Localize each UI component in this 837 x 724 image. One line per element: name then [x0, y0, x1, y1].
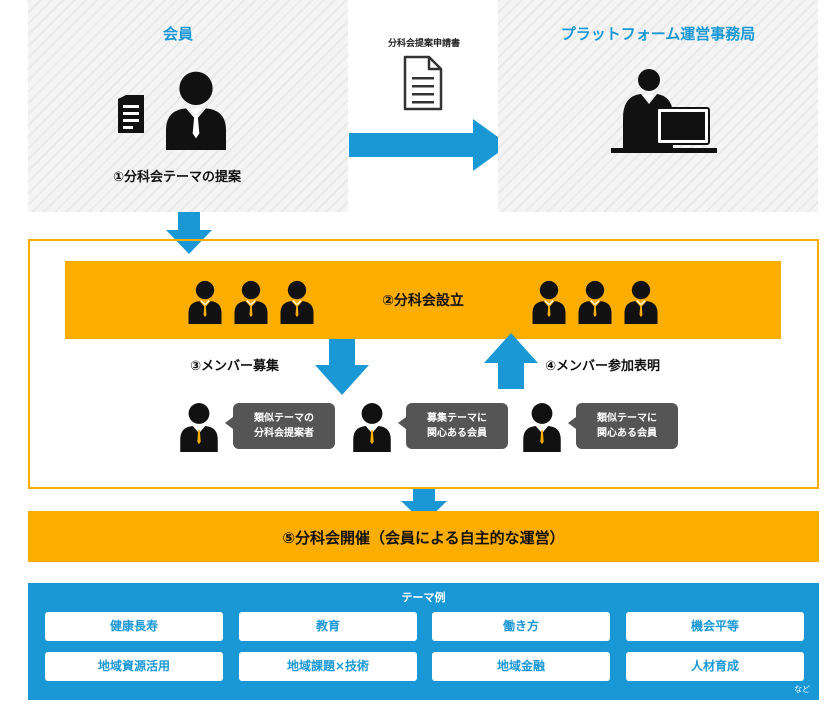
candidate-bubble: 類似テーマに 関心ある会員: [568, 403, 678, 449]
office-title: プラットフォーム運営事務局: [560, 25, 756, 43]
theme-item: 地域課題×技術: [239, 652, 417, 681]
member-title: 会員: [162, 25, 193, 43]
theme-item: 地域資源活用: [45, 652, 223, 681]
establish-person-icon: [622, 280, 660, 324]
candidate-bubble: 募集テーマに 関心ある会員: [398, 403, 508, 449]
document-label: 分科会提案申請書: [387, 39, 460, 49]
member-panel: [28, 0, 348, 212]
application-document-icon: [403, 55, 443, 111]
office-worker-laptop-icon: [611, 69, 717, 153]
member-person-icon: [158, 70, 234, 150]
theme-item: 働き方: [432, 612, 610, 641]
arrow-down-icon: [315, 339, 369, 395]
join-label: ④メンバー参加表明: [545, 359, 661, 374]
candidate-person-icon: [520, 402, 564, 452]
establish-person-icon: [278, 280, 316, 324]
candidate-person-icon: [177, 402, 221, 452]
arrow-up-icon: [484, 333, 538, 389]
establish-frame: [28, 239, 819, 489]
establish-person-icon: [576, 280, 614, 324]
theme-etc: など: [794, 685, 810, 694]
arrow-right-icon: [349, 119, 509, 171]
theme-item: 教育: [239, 612, 417, 641]
arrow-down-icon: [166, 212, 212, 254]
theme-item: 地域金融: [432, 652, 610, 681]
theme-item: 機会平等: [626, 612, 804, 641]
establish-person-icon: [232, 280, 270, 324]
establish-person-icon: [530, 280, 568, 324]
theme-item: 健康長寿: [45, 612, 223, 641]
hold-bar: [28, 511, 819, 562]
establish-bar: [65, 261, 781, 339]
theme-title: テーマ例: [401, 591, 446, 604]
recruit-label: ③メンバー募集: [190, 359, 280, 374]
arrow-down-icon: [401, 489, 447, 523]
candidate-person-icon: [350, 402, 394, 452]
establish-person-icon: [186, 280, 224, 324]
candidate-bubble: 類似テーマの 分科会提案者: [225, 403, 335, 449]
step1-label: ①分科会テーマの提案: [112, 170, 241, 185]
hold-label: ⑤分科会開催（会員による自主的な運営）: [282, 529, 565, 547]
establish-label: ②分科会設立: [382, 293, 464, 309]
document-icon: [118, 95, 144, 133]
theme-item: 人材育成: [626, 652, 804, 681]
